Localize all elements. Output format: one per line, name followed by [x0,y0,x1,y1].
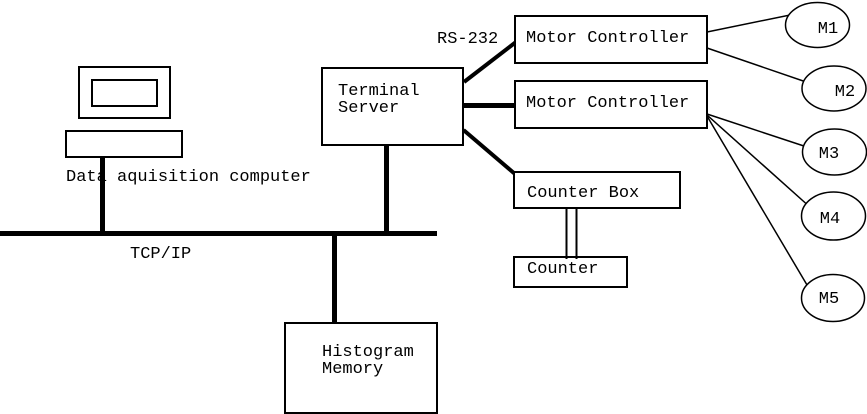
computer-monitor-screen-icon [91,79,158,107]
link-mc1-m1 [706,13,796,33]
counter-box-box [513,171,681,209]
motor-m1-ellipse [784,1,851,49]
link-mc2-m4 [706,114,812,209]
histogram-memory-box [284,322,438,414]
motor-m5-label: M5 [819,290,839,309]
motor-controller-2-box [514,80,708,129]
motor-controller-1-label: Motor Controller [526,29,689,48]
terminal-server-label-line1: Terminal [338,82,420,101]
link-mc2-m5 [706,115,811,291]
computer-keyboard-icon [65,130,183,158]
counter-box [513,256,628,288]
motor-m3-label: M3 [819,145,839,164]
motor-m4-ellipse [800,191,867,241]
link-counter-box [462,128,517,176]
tcpip-bus-label: TCP/IP [130,245,191,264]
counter-box-label: Counter Box [527,184,639,203]
terminal-server-box [321,67,464,146]
motor-m1-label: M1 [818,20,838,39]
motor-m2-label: M2 [835,83,855,102]
link-mc1-m2 [706,47,813,85]
terminal-server-label-line2: Server [338,99,399,118]
rs232-label: RS-232 [437,30,498,49]
counter-label: Counter [527,260,598,279]
motor-m5-ellipse [800,273,866,323]
histogram-memory-label-line2: Memory [322,360,383,379]
motor-controller-2-label: Motor Controller [526,94,689,113]
motor-controller-1-box [514,15,708,64]
link-mc2-m3 [706,113,814,150]
motor-m4-label: M4 [820,210,840,229]
rs232-link-motor-controller-1 [462,40,518,84]
histogram-memory-label-line1: Histogram [322,343,414,362]
motor-m2-ellipse [801,65,867,112]
computer-label: Data aquisition computer [66,168,311,187]
